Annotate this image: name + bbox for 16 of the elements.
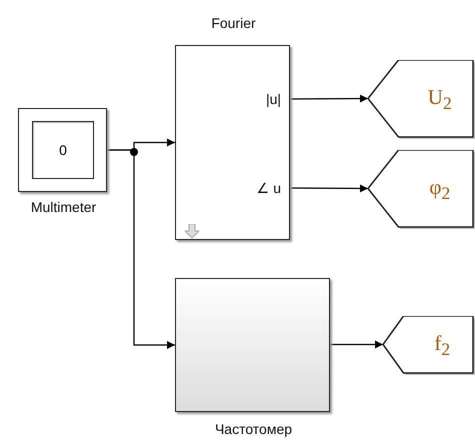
- tag-label: U$_{2}$: [426, 84, 453, 114]
- tag-label: φ$_{2}$: [428, 174, 452, 204]
- goto-tag: [368, 60, 473, 137]
- signal-arrow: [107, 149, 175, 349]
- block-name: Частотомер: [214, 421, 294, 437]
- port-label: |u|: [266, 91, 281, 107]
- block-name: Multimeter: [30, 199, 98, 215]
- goto-tag: [383, 316, 473, 373]
- port-label: ∠ u: [256, 180, 281, 196]
- signal-arrow: [290, 94, 368, 103]
- display-value: 0: [32, 121, 94, 179]
- tag-label: f$_{2}$: [433, 330, 452, 360]
- signal-arrow: [290, 184, 368, 192]
- block-name: Fourier: [210, 15, 257, 31]
- signal-arrow: [330, 340, 383, 348]
- goto-tag: [368, 150, 473, 227]
